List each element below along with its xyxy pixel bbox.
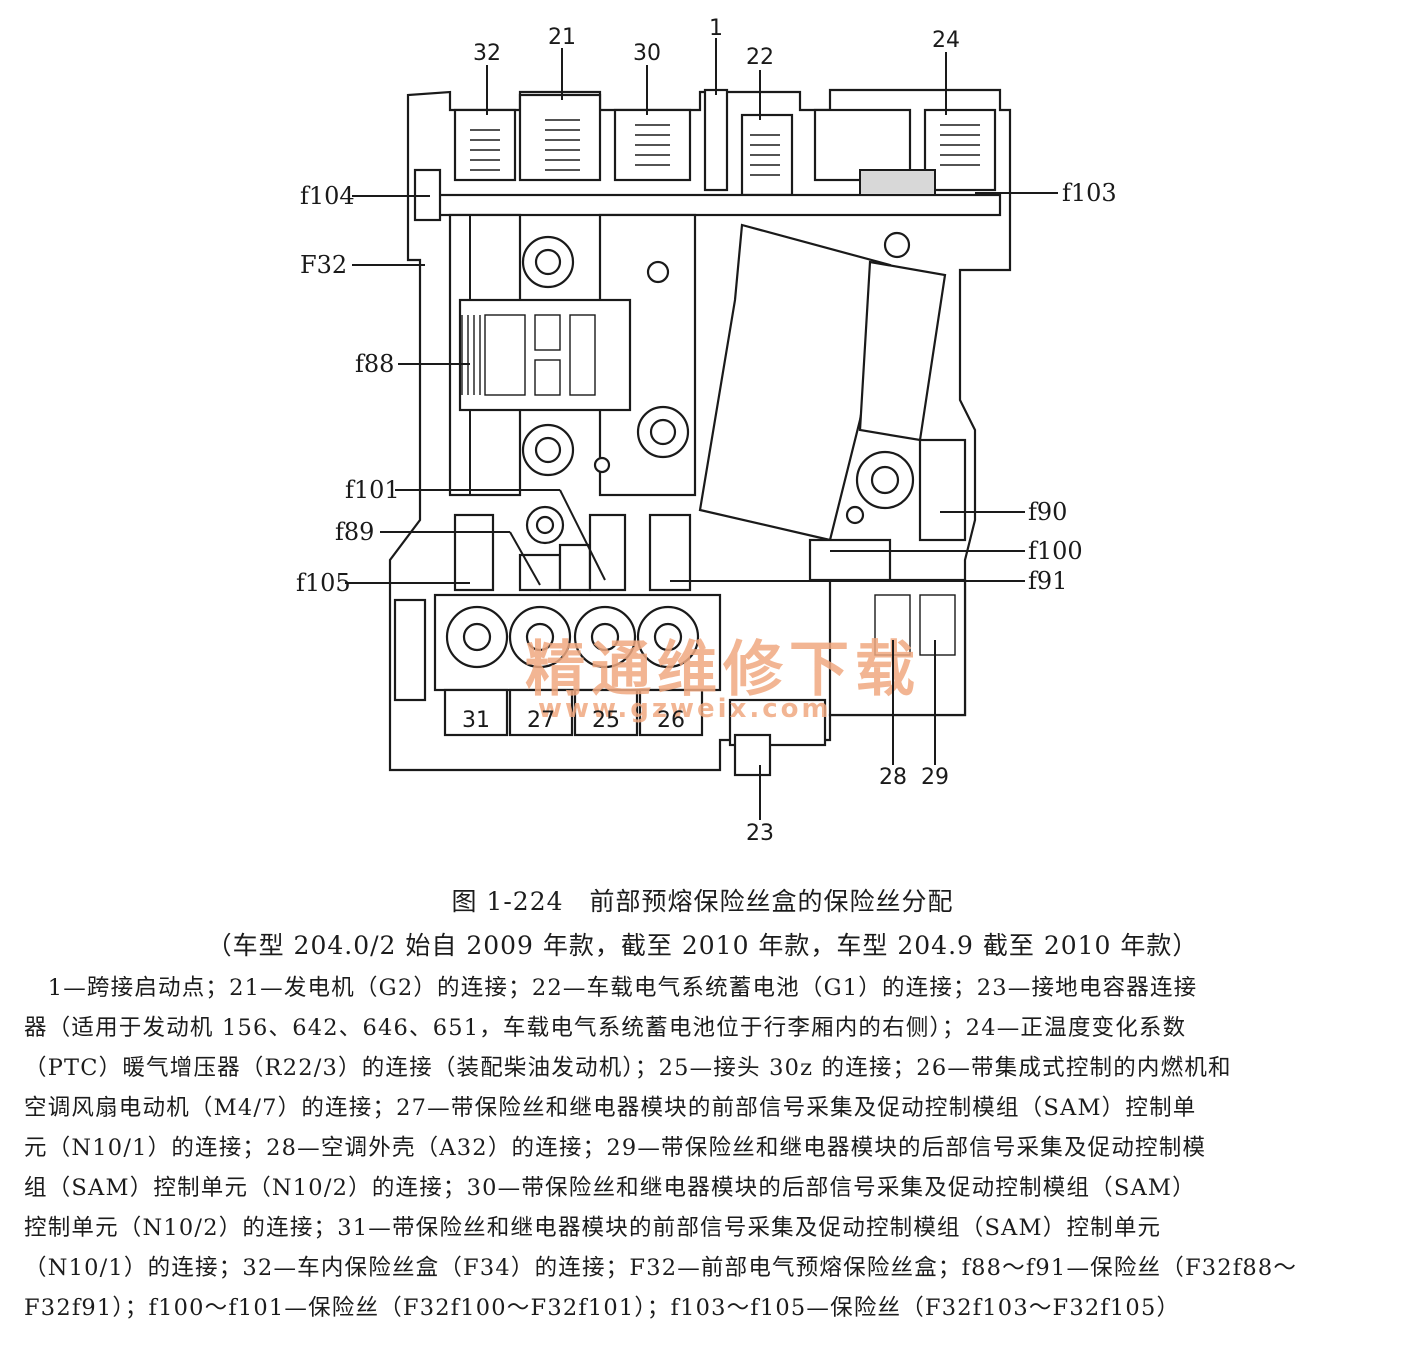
label-21: 21: [548, 25, 576, 50]
label-27: 27: [527, 708, 555, 733]
label-30: 30: [633, 41, 661, 66]
label-22: 22: [746, 45, 774, 70]
label-f101: f101: [345, 476, 400, 504]
legend-line: 1—跨接启动点；21—发电机（G2）的连接；22—车载电气系统蓄电池（G1）的连…: [24, 975, 1198, 1001]
watermark-url: www.gzweix.com: [538, 694, 832, 724]
label-26: 26: [657, 708, 685, 733]
label-F32: F32: [300, 251, 347, 279]
label-24: 24: [932, 28, 960, 53]
legend-line: F32f91）；f100～f101—保险丝（F32f100～F32f101）；f…: [24, 1295, 1181, 1321]
fuse-box-diagram: 精通维修下载 www.gzweix.com 32 21 30 1 22 24 f…: [296, 16, 1117, 846]
label-1: 1: [709, 16, 723, 41]
label-f90: f90: [1028, 498, 1067, 526]
label-f105: f105: [296, 569, 351, 597]
label-23: 23: [746, 821, 774, 846]
legend-line: 空调风扇电动机（M4/7）的连接；27—带保险丝和继电器模块的前部信号采集及促动…: [24, 1095, 1197, 1121]
legend-line: 控制单元（N10/2）的连接；31—带保险丝和继电器模块的前部信号采集及促动控制…: [24, 1215, 1162, 1241]
caption-title: 图 1-224 前部预熔保险丝盒的保险丝分配: [451, 887, 954, 916]
legend-line: 元（N10/1）的连接；28—空调外壳（A32）的连接；29—带保险丝和继电器模…: [24, 1135, 1207, 1161]
callout-labels: 32 21 30 1 22 24 f104 f103 F32 f88 f101 …: [296, 16, 1117, 846]
label-31: 31: [462, 708, 490, 733]
figure-legend: 1—跨接启动点；21—发电机（G2）的连接；22—车载电气系统蓄电池（G1）的连…: [24, 968, 1386, 1328]
label-f104: f104: [300, 182, 355, 210]
figure-caption: 图 1-224 前部预熔保险丝盒的保险丝分配 （车型 204.0/2 始自 20…: [0, 880, 1405, 968]
legend-line: （PTC）暖气增压器（R22/3）的连接（装配柴油发动机）；25—接头 30z …: [24, 1055, 1232, 1081]
label-f88: f88: [355, 350, 394, 378]
label-f89: f89: [335, 518, 374, 546]
fuse-box-housing: [388, 88, 1012, 777]
legend-line: 组（SAM）控制单元（N10/2）的连接；30—带保险丝和继电器模块的后部信号采…: [24, 1175, 1196, 1201]
legend-line: 器（适用于发动机 156、642、646、651，车载电气系统蓄电池位于行李厢内…: [24, 1015, 1187, 1041]
label-f103: f103: [1062, 179, 1117, 207]
watermark-title: 精通维修下载: [525, 635, 921, 705]
label-f100: f100: [1028, 537, 1083, 565]
label-32: 32: [473, 41, 501, 66]
label-28: 28: [879, 765, 907, 790]
label-29: 29: [921, 765, 949, 790]
label-25: 25: [592, 708, 620, 733]
label-f91: f91: [1028, 567, 1067, 595]
watermark: 精通维修下载 www.gzweix.com: [525, 635, 921, 724]
caption-subtitle: （车型 204.0/2 始自 2009 年款，截至 2010 年款，车型 204…: [206, 931, 1199, 960]
legend-line: （N10/1）的连接；32—车内保险丝盒（F34）的连接；F32—前部电气预熔保…: [24, 1255, 1298, 1281]
callout-lines: [345, 38, 1058, 820]
